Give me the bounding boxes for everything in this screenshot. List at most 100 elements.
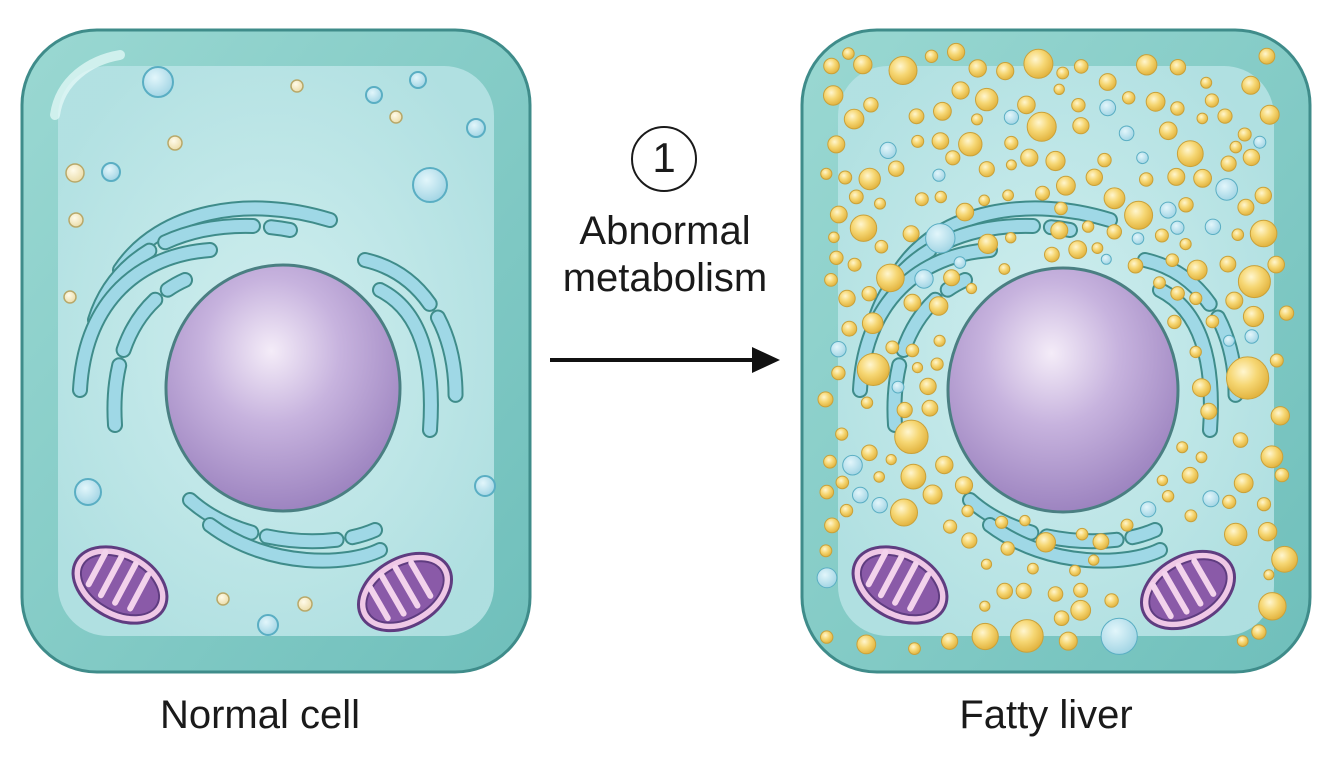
fat-droplet [1153, 276, 1166, 290]
fat-droplet [1161, 490, 1175, 503]
vesicle [953, 256, 967, 269]
fat-droplet [1027, 562, 1039, 575]
fat-droplet [861, 312, 884, 335]
fat-droplet [1269, 353, 1284, 368]
fat-droplet [1058, 631, 1078, 651]
fat-droplet [861, 444, 878, 462]
fat-droplet [1097, 152, 1112, 168]
vesicle [932, 168, 946, 182]
vesicle [1131, 232, 1145, 245]
vesicle [1215, 178, 1238, 201]
fat-droplet [1260, 445, 1284, 469]
fat-droplet [1279, 305, 1295, 321]
vesicle [914, 269, 934, 289]
fat-droplet [1254, 186, 1273, 205]
fat-droplet [856, 353, 890, 386]
fat-droplet [876, 263, 905, 293]
fat-droplet [1070, 599, 1092, 621]
fat-droplet [823, 85, 844, 106]
fat-droplet [908, 642, 921, 655]
fat-droplet [924, 49, 939, 63]
fat-droplet [1178, 197, 1194, 213]
vesicle [1136, 151, 1149, 165]
fat-droplet [1192, 378, 1211, 398]
fat-droplet [1145, 91, 1166, 112]
vesicle [1170, 220, 1185, 235]
fat-droplet [978, 161, 995, 178]
fat-droplet [1193, 168, 1212, 188]
fat-droplet [1257, 522, 1278, 542]
fat-droplet [1249, 219, 1278, 248]
fat-droplet [848, 189, 864, 205]
fat-droplet [1002, 189, 1014, 202]
fat-droplet [1050, 221, 1069, 240]
fat-droplet [919, 377, 937, 396]
step-number-circle: 1 [631, 126, 697, 192]
fat-droplet [856, 634, 877, 655]
fat-droplet [1231, 228, 1245, 241]
normal-cell-caption: Normal cell [159, 693, 361, 737]
fat-droplet [1237, 127, 1252, 142]
fat-droplet [1165, 253, 1180, 268]
fat-droplet [965, 282, 978, 295]
fat-droplet [1020, 148, 1039, 167]
fat-droplet [1232, 432, 1249, 448]
fat-droplet [817, 391, 834, 408]
fat-droplet [1091, 242, 1104, 255]
fat-droplet [905, 343, 920, 358]
fat-droplet [996, 62, 1015, 81]
fat-droplet [1056, 66, 1070, 80]
vesicle [1100, 617, 1138, 655]
fat-droplet [1251, 624, 1267, 640]
fat-droplet [1098, 73, 1117, 91]
fat-droplet [1220, 155, 1237, 172]
fat-droplet [842, 47, 855, 60]
fat-droplet [1069, 564, 1081, 577]
fat-droplet [1167, 167, 1186, 186]
fat-droplet [1047, 586, 1064, 602]
fat-droplet [820, 167, 833, 180]
fat-droplet [1104, 593, 1119, 608]
fat-droplet [1229, 140, 1243, 154]
fatty-liver-cell [800, 28, 1312, 674]
fat-droplet [1217, 108, 1233, 124]
vesicles [63, 66, 496, 636]
fat-droplet [831, 365, 846, 381]
fat-droplet [838, 170, 853, 185]
fat-droplet [823, 57, 840, 75]
fat-droplet [1035, 185, 1050, 201]
fat-droplet [931, 132, 950, 150]
fat-droplet [849, 214, 878, 242]
fat-droplet [1259, 104, 1280, 125]
fat-droplet [1156, 474, 1169, 487]
fat-droplet [903, 293, 922, 312]
fat-droplet [1258, 47, 1276, 65]
fat-droplet [1068, 240, 1088, 260]
fat-droplet [943, 269, 961, 287]
fat-droplet [1044, 246, 1060, 263]
nucleus [164, 263, 402, 513]
fat-droplet [933, 334, 946, 347]
fat-droplet [824, 273, 838, 287]
fat-droplet [961, 532, 978, 549]
fat-droplet [971, 113, 983, 126]
fat-droplet [890, 498, 918, 527]
fat-droplet [1267, 255, 1285, 274]
fat-droplet [1237, 198, 1255, 216]
fat-droplet [1071, 98, 1086, 113]
fat-droplet [995, 515, 1009, 529]
fat-droplet [1224, 522, 1248, 547]
fat-droplet [1154, 228, 1169, 243]
fat-droplet [1122, 91, 1136, 105]
fat-droplet [921, 399, 939, 417]
vesicle [1223, 334, 1235, 347]
vesicle [1202, 490, 1220, 508]
fat-droplet [1136, 54, 1158, 76]
vesicle [1253, 135, 1267, 149]
fat-droplet [979, 600, 991, 612]
fat-droplet [853, 54, 873, 75]
fat-droplet [1184, 509, 1198, 523]
fat-droplet [819, 544, 833, 558]
fat-droplet [1176, 441, 1189, 454]
vesicle [1159, 201, 1177, 219]
